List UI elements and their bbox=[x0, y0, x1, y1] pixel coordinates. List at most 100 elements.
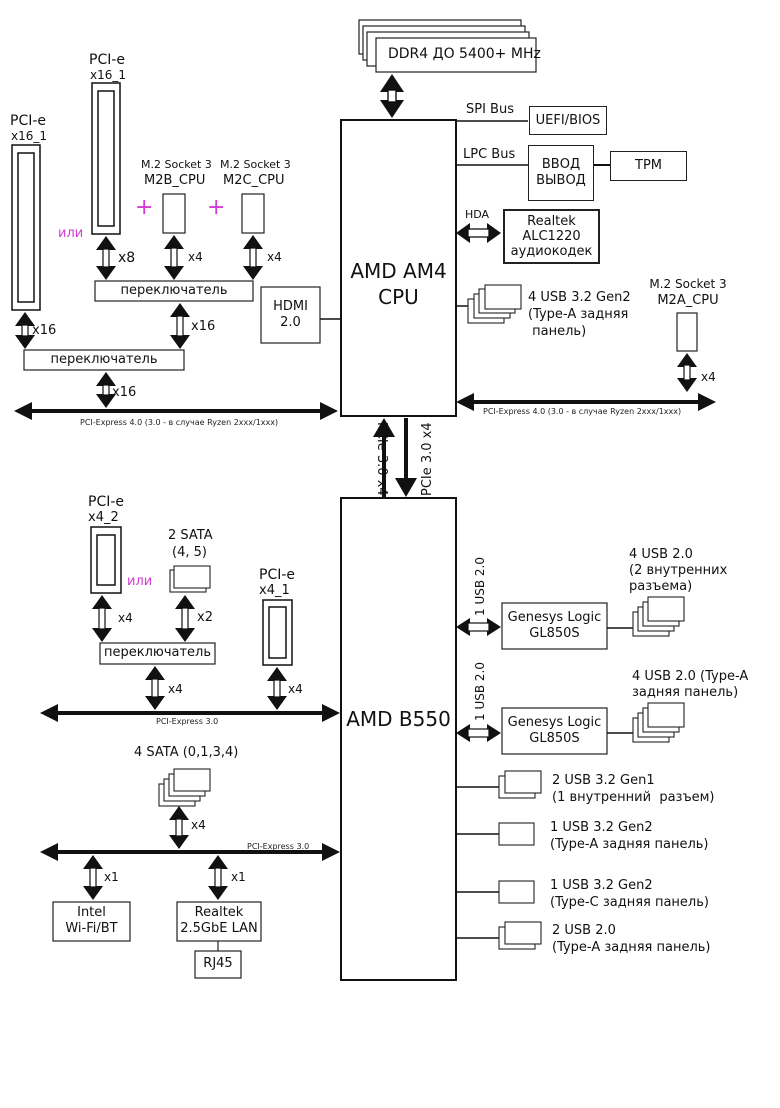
hda-label: HDA bbox=[465, 208, 490, 221]
wifi-label: Intel Wi-Fi/BT bbox=[65, 905, 118, 936]
hdmi-label: HDMI 2.0 bbox=[273, 299, 308, 330]
rj45-box bbox=[194, 950, 242, 979]
lan-link-arrow bbox=[208, 855, 228, 900]
usb-gen1-label: 2 USB 3.2 Gen1 (1 внутренний разъем) bbox=[552, 773, 715, 805]
lanes-x8: x8 bbox=[118, 250, 136, 266]
lanes-to-bus: x16 bbox=[112, 385, 137, 400]
usb-link-2-label: 1 USB 2.0 bbox=[473, 662, 487, 721]
slot-a-link-arrow bbox=[15, 312, 35, 349]
m2b-slot-icon bbox=[162, 193, 186, 234]
plus-icon-m2c: + bbox=[207, 195, 226, 220]
m2a-title: M.2 Socket 3 bbox=[649, 277, 727, 291]
audio-codec-box: Realtek ALC1220 аудиокодек bbox=[503, 209, 600, 264]
sata2-ports-icon bbox=[169, 565, 211, 593]
lanes-sata2: x2 bbox=[197, 610, 213, 625]
m2a-name: M2A_CPU bbox=[657, 293, 719, 308]
usb-hub-2-box bbox=[501, 707, 608, 755]
pcie-x16-slot-a-icon bbox=[11, 144, 41, 311]
uefi-bios-box: UEFI/BIOS bbox=[529, 106, 607, 135]
lanes-slot-a: x16 bbox=[32, 323, 57, 338]
lanes-switch: x4 bbox=[168, 682, 183, 696]
slot-b-name: x16_1 bbox=[90, 68, 127, 82]
slot-x4-1-title: PCI-e bbox=[259, 567, 296, 583]
memory-label: DDR4 ДО 5400+ MHz bbox=[388, 46, 541, 62]
usb-gen2-a-label: 1 USB 3.2 Gen2 (Type-A задняя панель) bbox=[550, 820, 709, 852]
lanes-slot-x4-1: x4 bbox=[288, 682, 303, 696]
hda-link-arrow bbox=[456, 223, 501, 243]
memory-link-arrow bbox=[380, 74, 404, 118]
switch-upper-link-arrow bbox=[170, 303, 190, 349]
chipset-name: AMD B550 bbox=[346, 707, 451, 731]
chipset-switch-link-arrow bbox=[145, 666, 165, 710]
m2c-name: M2C_CPU bbox=[223, 173, 285, 188]
lanes-slot-x4-2: x4 bbox=[118, 611, 133, 625]
wifi-link-arrow bbox=[83, 855, 103, 900]
usb-hub-1-ports-label: 4 USB 2.0 (2 внутренних разъема) bbox=[629, 547, 728, 594]
chipset-bus-lower-label: PCI-Express 3.0 bbox=[247, 842, 310, 851]
m2c-slot-icon bbox=[241, 193, 265, 234]
or-label-chipset: или bbox=[127, 574, 153, 589]
cpu-pcie-bus-right bbox=[456, 393, 716, 411]
uplink-arrow-down bbox=[395, 418, 417, 497]
usb20-rear-ports-icon bbox=[456, 921, 542, 950]
slot-x4-1-name: x4_1 bbox=[259, 583, 290, 598]
usb-gen2-c-port-icon bbox=[456, 880, 535, 904]
usb-hub-1-ports-icon bbox=[632, 596, 685, 637]
switch-upper-box bbox=[94, 280, 254, 302]
m2b-name: M2B_CPU bbox=[144, 173, 206, 188]
m2a-link-arrow bbox=[677, 353, 697, 392]
usb-hub-2-label: Genesys Logic GL850S bbox=[507, 715, 602, 746]
chipset-switch-box bbox=[99, 642, 216, 665]
tpm-box: TPM bbox=[610, 151, 687, 181]
hdmi-box bbox=[260, 286, 321, 344]
usb-hub-1-label: Genesys Logic GL850S bbox=[507, 610, 602, 641]
spi-bus-label: SPI Bus bbox=[466, 102, 514, 117]
usb-gen1-ports-icon bbox=[456, 770, 542, 799]
pcie-x4-2-slot-icon bbox=[90, 526, 122, 594]
sata4-label: 4 SATA (0,1,3,4) bbox=[134, 745, 239, 760]
cpu-block bbox=[340, 119, 457, 417]
lanes-m2c: x4 bbox=[267, 250, 282, 264]
chipset-pcie-bus-upper bbox=[40, 704, 340, 722]
rj45-label: RJ45 bbox=[203, 956, 233, 971]
usb-link-arrow-1 bbox=[456, 618, 501, 636]
chipset-switch-label: переключатель bbox=[103, 645, 212, 660]
wifi-box bbox=[52, 901, 131, 942]
lanes-sata4: x4 bbox=[191, 818, 206, 832]
usb-hub-2-ports-icon bbox=[632, 702, 685, 743]
lan-box bbox=[176, 901, 262, 942]
memory-modules-icon bbox=[358, 19, 537, 73]
sata2-link-arrow bbox=[175, 595, 195, 642]
cpu-name: AMD AM4 CPU bbox=[350, 259, 447, 309]
lan-label: Realtek 2.5GbE LAN bbox=[180, 905, 258, 936]
pcie-x4-1-slot-icon bbox=[262, 599, 293, 666]
switch-lower-box bbox=[23, 349, 185, 371]
chipset-bus-upper-label: PCI-Express 3.0 bbox=[156, 717, 219, 726]
pcie-x16-slot-b-icon bbox=[91, 82, 121, 235]
uplink-down-label: PCIe 3.0 x4 bbox=[420, 422, 435, 496]
usb-hub-2-ports-label: 4 USB 2.0 (Type-A задняя панель) bbox=[632, 669, 749, 700]
chipset-block bbox=[340, 497, 457, 981]
usb20-rear-label: 2 USB 2.0 (Type-A задняя панель) bbox=[552, 923, 711, 955]
lanes-wifi: x1 bbox=[104, 870, 119, 884]
usb-link-arrow-2 bbox=[456, 724, 501, 742]
sata2-ports: (4, 5) bbox=[172, 545, 207, 560]
switch-lower-label: переключатель bbox=[50, 352, 158, 367]
uplink-up-label: PCIe 3.0 x4 bbox=[374, 422, 389, 496]
sata4-ports-icon bbox=[158, 768, 211, 807]
slot-x4-2-title: PCI-e bbox=[88, 494, 125, 510]
io-chip-box: ВВОД ВЫВОД bbox=[528, 145, 594, 201]
m2b-title: M.2 Socket 3 bbox=[141, 158, 212, 171]
lanes-switch-up: x16 bbox=[191, 319, 216, 334]
sata2-title: 2 SATA bbox=[168, 528, 213, 543]
slot-b-title: PCI-e bbox=[89, 52, 126, 68]
slot-x4-2-link-arrow bbox=[92, 595, 112, 642]
cpu-bus-right-label: PCI-Express 4.0 (3.0 - в случае Ryzen 2x… bbox=[483, 407, 682, 416]
usb-hub-1-box bbox=[501, 602, 608, 650]
uplink-arrow-up bbox=[373, 418, 395, 498]
slot-x4-2-name: x4_2 bbox=[88, 510, 119, 525]
cpu-usb-label: 4 USB 3.2 Gen2 (Type-A задняя панель) bbox=[528, 290, 631, 339]
usb-link-1-label: 1 USB 2.0 bbox=[473, 557, 487, 616]
m2a-slot-icon bbox=[676, 312, 698, 352]
